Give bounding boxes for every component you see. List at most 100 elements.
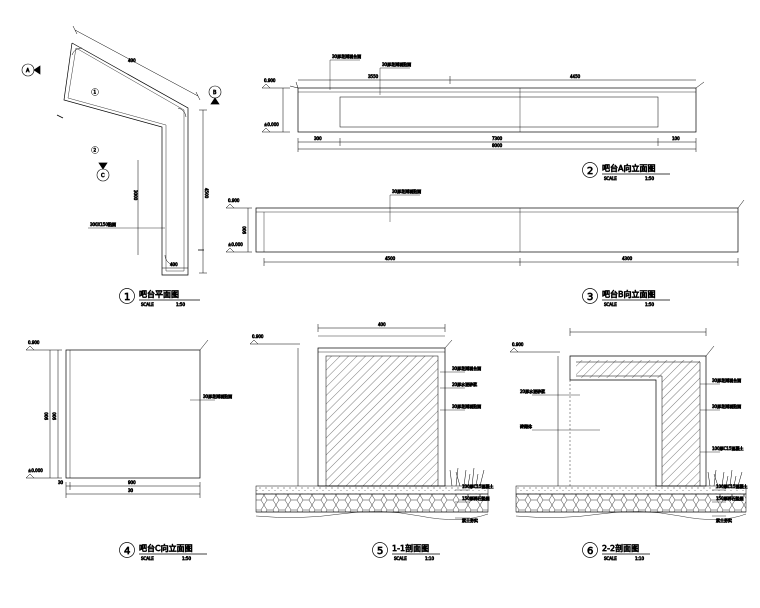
svg-text:6: 6: [587, 546, 593, 557]
svg-text:1:50: 1:50: [182, 556, 191, 561]
title-view-3: 3 吧台B向立面图 SCALE 1:50: [582, 288, 670, 307]
view-elevation-c: 30厚花岗岩贴面 0.900 ±0.000 900 900 30 900 30 …: [25, 340, 232, 561]
svg-text:1: 1: [94, 90, 97, 95]
svg-text:100厚C15混凝土: 100厚C15混凝土: [712, 445, 744, 451]
title-view-1: 1 吧台平面图 SCALE 1:50: [119, 288, 200, 307]
svg-text:C: C: [101, 173, 105, 179]
sec1-notes: 30厚花岗岩台面 20厚水泥砂浆 30厚花岗岩贴面 100厚C15混凝土 150…: [440, 365, 494, 523]
svg-text:±0.000: ±0.000: [228, 242, 243, 247]
svg-text:30厚花岗岩台面: 30厚花岗岩台面: [452, 365, 481, 371]
svg-text:SCALE: SCALE: [394, 556, 407, 561]
plan-dim-right: 4500: [204, 188, 209, 199]
plan-dim-bottom: 400: [170, 262, 178, 267]
elev-c-level-top: 0.900: [25, 340, 62, 351]
svg-text:100厚C15混凝土: 100厚C15混凝土: [462, 483, 494, 489]
plan-dim-angled: 400: [128, 58, 136, 63]
svg-text:0.900: 0.900: [264, 78, 276, 83]
elev-c-body: [65, 349, 201, 479]
svg-text:30厚花岗岩贴面: 30厚花岗岩贴面: [392, 188, 421, 194]
svg-text:3550: 3550: [368, 74, 379, 79]
marker-a: A: [21, 63, 41, 77]
section-cut-1: 1: [56, 88, 99, 119]
svg-text:900: 900: [52, 412, 57, 420]
plan-note: 300X150贴面: [90, 221, 116, 227]
svg-text:素土夯实: 素土夯实: [462, 517, 478, 523]
grass-icon: [449, 467, 485, 487]
grass-icon: [707, 469, 743, 487]
svg-text:1:50: 1:50: [645, 302, 654, 307]
svg-text:900: 900: [44, 412, 49, 420]
svg-text:100: 100: [672, 136, 680, 141]
title-view-5: 5 1-1剖面图 SCALE 1:10: [372, 542, 440, 561]
marker-b: B: [208, 85, 222, 105]
svg-text:吧台平面图: 吧台平面图: [139, 289, 179, 299]
svg-text:0.900: 0.900: [252, 334, 264, 339]
svg-text:900: 900: [128, 480, 136, 485]
svg-text:30厚花岗岩贴面: 30厚花岗岩贴面: [382, 61, 411, 67]
svg-text:900: 900: [242, 226, 247, 234]
svg-text:400: 400: [378, 322, 386, 327]
svg-text:1:50: 1:50: [645, 176, 654, 181]
svg-text:30厚花岗岩贴面: 30厚花岗岩贴面: [712, 403, 741, 409]
svg-text:2: 2: [587, 166, 593, 177]
svg-text:2: 2: [94, 148, 97, 153]
svg-text:SCALE: SCALE: [604, 556, 617, 561]
svg-text:4500: 4500: [385, 256, 396, 261]
elev-b-level-top: 0.900: [225, 198, 252, 209]
svg-text:30厚花岗岩台面: 30厚花岗岩台面: [332, 53, 361, 59]
sec2-level-top: 0.900: [509, 342, 560, 353]
svg-text:2-2剖面图: 2-2剖面图: [602, 543, 639, 553]
plan-inner: [67, 47, 185, 272]
svg-text:SCALE: SCALE: [141, 302, 154, 307]
plan-dim-left: 3000: [133, 190, 138, 201]
marker-c: C: [96, 162, 110, 182]
svg-text:吧台A向立面图: 吧台A向立面图: [602, 163, 655, 173]
svg-text:20厚水泥砂浆: 20厚水泥砂浆: [520, 388, 545, 394]
sec2-notes-right: 30厚花岗岩台面 30厚花岗岩贴面 100厚C15混凝土 100厚C15混凝土 …: [700, 377, 748, 523]
svg-text:砖砌体: 砖砌体: [520, 423, 532, 429]
svg-text:0.900: 0.900: [512, 342, 524, 347]
svg-text:30厚花岗岩贴面: 30厚花岗岩贴面: [203, 393, 232, 399]
svg-text:1:50: 1:50: [176, 302, 185, 307]
svg-text:5: 5: [377, 546, 383, 557]
plan-outline: [63, 42, 189, 276]
view-plan: 400 4500 3000 400 300X150贴面 A B C: [21, 25, 222, 307]
svg-text:SCALE: SCALE: [604, 302, 617, 307]
svg-text:±0.000: ±0.000: [264, 122, 279, 127]
svg-text:1: 1: [124, 292, 130, 303]
svg-text:100厚C15混凝土: 100厚C15混凝土: [716, 483, 748, 489]
svg-text:4: 4: [124, 546, 130, 557]
svg-text:8000: 8000: [492, 143, 503, 148]
section-cut-2: 2: [91, 146, 204, 251]
svg-text:0.900: 0.900: [28, 340, 40, 345]
view-elevation-b: 30厚花岗岩贴面 0.900 ±0.000 900 4500 4300 3 吧台…: [225, 188, 745, 307]
svg-text:7300: 7300: [492, 136, 503, 141]
svg-text:1-1剖面图: 1-1剖面图: [392, 543, 429, 553]
svg-text:30厚花岗岩贴面: 30厚花岗岩贴面: [452, 403, 481, 409]
svg-text:±0.000: ±0.000: [28, 468, 43, 473]
title-view-4: 4 吧台C向立面图 SCALE 1:50: [119, 542, 207, 561]
svg-text:30: 30: [128, 488, 134, 493]
svg-text:SCALE: SCALE: [604, 176, 617, 181]
svg-text:150厚碎石垫层: 150厚碎石垫层: [462, 495, 490, 501]
svg-text:4450: 4450: [570, 74, 581, 79]
elev-c-level-bottom: ±0.000: [25, 468, 62, 479]
svg-text:A: A: [26, 68, 30, 74]
svg-text:吧台C向立面图: 吧台C向立面图: [139, 543, 193, 553]
svg-text:3: 3: [587, 292, 593, 303]
svg-text:SCALE: SCALE: [141, 556, 154, 561]
svg-text:素土夯实: 素土夯实: [716, 517, 732, 523]
svg-text:1:10: 1:10: [425, 556, 434, 561]
svg-text:150厚碎石垫层: 150厚碎石垫层: [716, 495, 744, 501]
svg-text:20厚水泥砂浆: 20厚水泥砂浆: [452, 381, 477, 387]
svg-text:30厚花岗岩台面: 30厚花岗岩台面: [712, 377, 741, 383]
svg-text:30: 30: [58, 480, 64, 485]
title-view-2: 2 吧台A向立面图 SCALE 1:50: [582, 162, 670, 181]
elev-b-level-bottom: ±0.000: [225, 242, 252, 253]
elev-a-body: [297, 87, 697, 133]
view-section-2: 0.900 20厚水泥砂浆 砖砌体 30厚花岗岩台面 30厚花岗岩贴面 100厚…: [509, 328, 748, 561]
view-elevation-a: 3550 4450 30厚花岗岩贴面 30厚花岗岩台面 0.900 ±0.000…: [261, 53, 705, 181]
elev-b-body: [255, 207, 739, 253]
svg-text:吧台B向立面图: 吧台B向立面图: [602, 289, 656, 299]
